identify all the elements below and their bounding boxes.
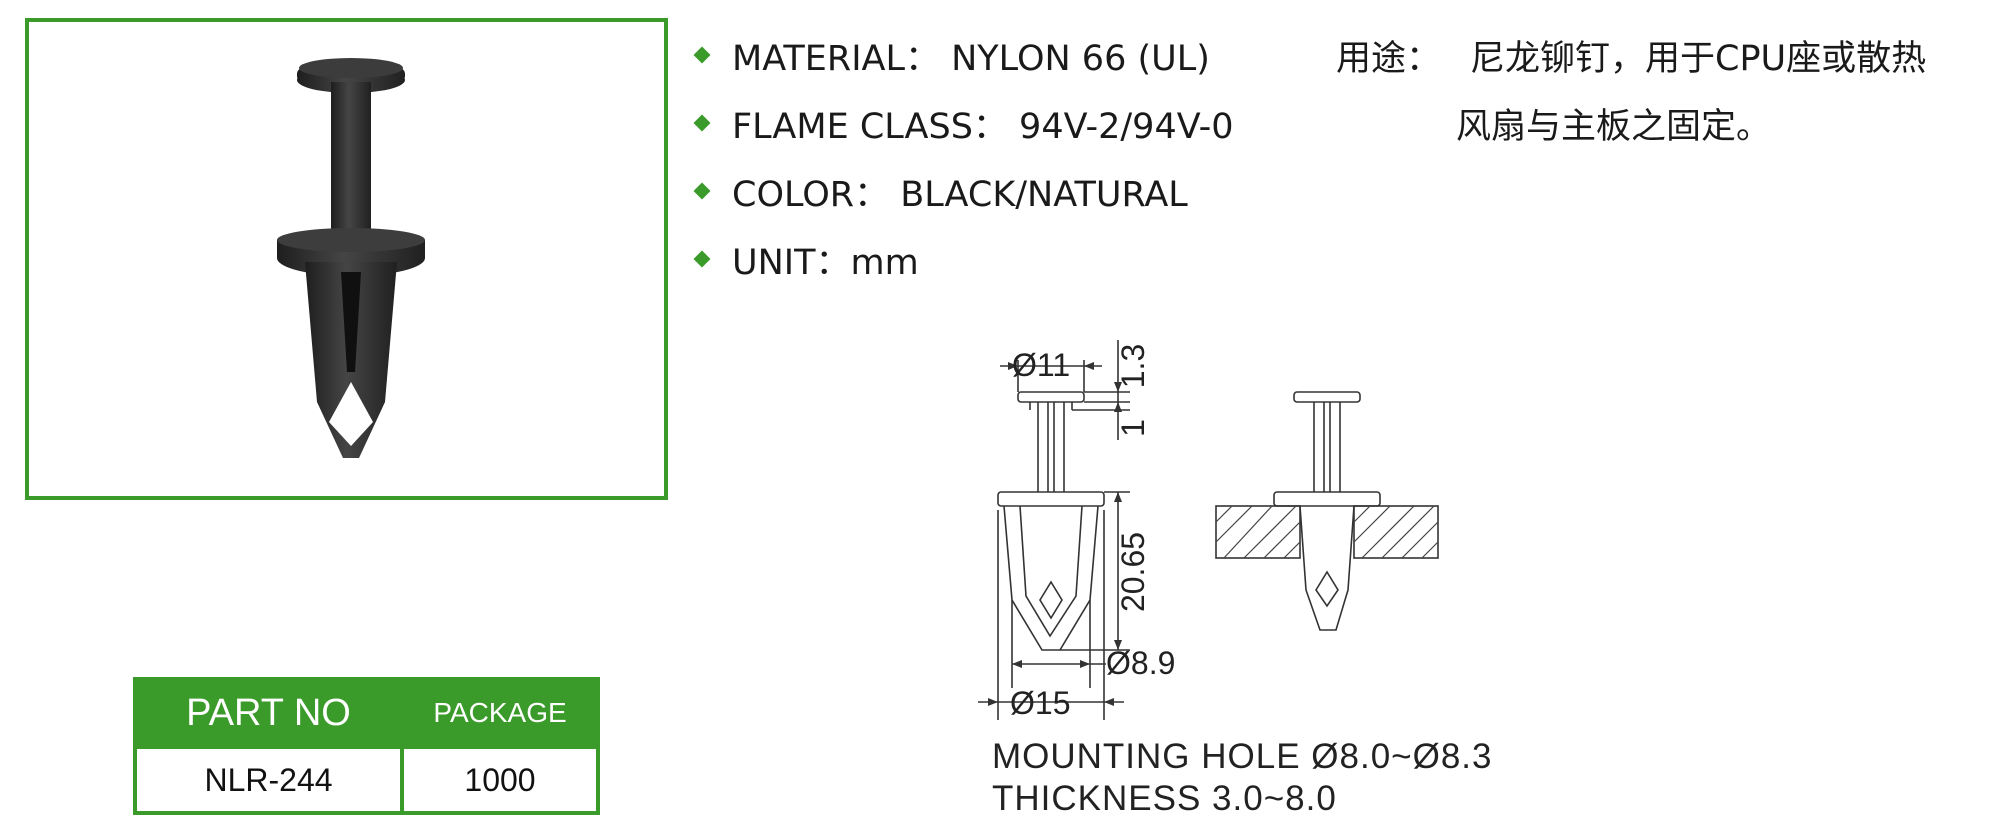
diamond-bullet-icon <box>693 250 711 268</box>
spec-material: MATERIAL： NYLON 66 (UL) <box>693 30 1210 81</box>
dim-gap: 1 <box>1115 419 1151 437</box>
header-package: PACKAGE <box>400 677 600 749</box>
dim-head-thickness: 1.3 <box>1115 344 1151 388</box>
table-header-row: PART NO PACKAGE <box>133 677 600 749</box>
note-thickness: THICKNESS 3.0~8.0 <box>992 779 1337 818</box>
dim-tip-diameter: Ø8.9 <box>1106 645 1175 681</box>
cell-part-no: NLR-244 <box>133 745 404 815</box>
rivet-photo <box>277 58 425 458</box>
dim-head-diameter: Ø11 <box>1012 347 1070 383</box>
dim-flange-diameter: Ø15 <box>1010 685 1070 721</box>
cell-package: 1000 <box>400 745 600 815</box>
technical-drawing: Ø11 1.3 1 20.65 Ø8.9 Ø15 <box>978 340 1439 721</box>
usage-line-1: 尼龙铆钉，用于CPU座或散热 <box>1470 39 1927 79</box>
diamond-bullet-icon <box>693 182 711 200</box>
usage-line-2: 风扇与主板之固定。 <box>1456 107 1772 147</box>
spec-unit: UNIT：mm <box>693 234 919 285</box>
spec-flame-class: FLAME CLASS： 94V-2/94V-0 <box>693 98 1234 149</box>
dim-length: 20.65 <box>1115 532 1151 612</box>
table-row: NLR-244 1000 <box>133 745 600 815</box>
note-mounting-hole: MOUNTING HOLE Ø8.0~Ø8.3 <box>992 737 1493 776</box>
product-photo-frame <box>25 18 668 500</box>
diamond-bullet-icon <box>693 46 711 64</box>
part-table: PART NO PACKAGE NLR-244 1000 <box>133 677 600 815</box>
header-part-no: PART NO <box>133 677 404 749</box>
spec-color: COLOR： BLACK/NATURAL <box>693 166 1188 217</box>
usage-label: 用途： <box>1336 39 1442 79</box>
diamond-bullet-icon <box>693 114 711 132</box>
